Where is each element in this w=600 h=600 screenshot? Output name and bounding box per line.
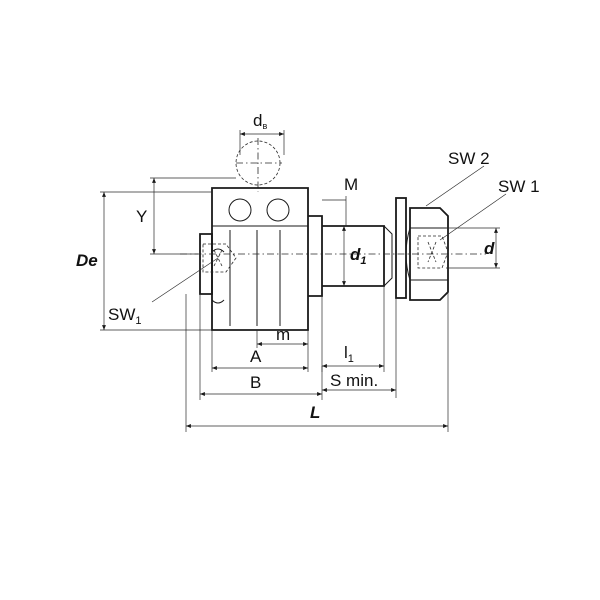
label-d-b: d	[253, 111, 262, 130]
stud-shaft	[308, 215, 393, 297]
label-l1: l	[344, 343, 348, 362]
label-l: L	[310, 403, 320, 422]
label-d1: d	[350, 245, 361, 264]
leader-sw1-left: SW1	[108, 257, 219, 327]
label-m-upper: M	[344, 175, 358, 194]
outer-ring	[211, 187, 309, 331]
ball-reference-circle	[235, 138, 282, 192]
dim-d1: d1	[342, 226, 367, 286]
svg-text:dв: dв	[253, 111, 267, 131]
svg-text:d1: d1	[350, 245, 367, 267]
label-s-min: S min.	[330, 371, 378, 390]
dim-l: L	[185, 292, 449, 432]
dim-a: A	[211, 330, 309, 372]
label-d1-sub: 1	[360, 255, 366, 267]
label-d: d	[484, 239, 495, 258]
leader-sw2: SW 2	[425, 149, 490, 207]
svg-text:SW1: SW1	[108, 305, 142, 327]
label-sw1-left-sub: 1	[135, 315, 141, 327]
label-sw1-left: SW	[108, 305, 135, 324]
label-a: A	[250, 347, 262, 366]
dim-m-upper: M	[322, 175, 358, 226]
dim-l1: l1	[321, 286, 385, 372]
dim-y: Y	[136, 177, 236, 255]
label-b: B	[250, 373, 261, 392]
stud-head	[199, 233, 237, 295]
svg-text:l1: l1	[344, 343, 354, 365]
label-de: De	[76, 251, 98, 270]
label-d-b-sub: в	[262, 121, 267, 131]
label-sw2: SW 2	[448, 149, 490, 168]
dim-d: d	[446, 227, 500, 269]
leader-sw1-right: SW 1	[439, 177, 540, 241]
dim-m-lower: m	[256, 325, 308, 348]
washer	[395, 197, 407, 299]
label-y: Y	[136, 207, 147, 226]
label-sw1-right: SW 1	[498, 177, 540, 196]
dim-d-b: dв	[239, 111, 285, 155]
dim-b: B	[199, 294, 323, 400]
label-l1-sub: 1	[348, 353, 354, 365]
label-m-lower: m	[276, 325, 290, 344]
dim-de: De	[76, 191, 212, 331]
dim-s-min: S min.	[322, 298, 397, 398]
